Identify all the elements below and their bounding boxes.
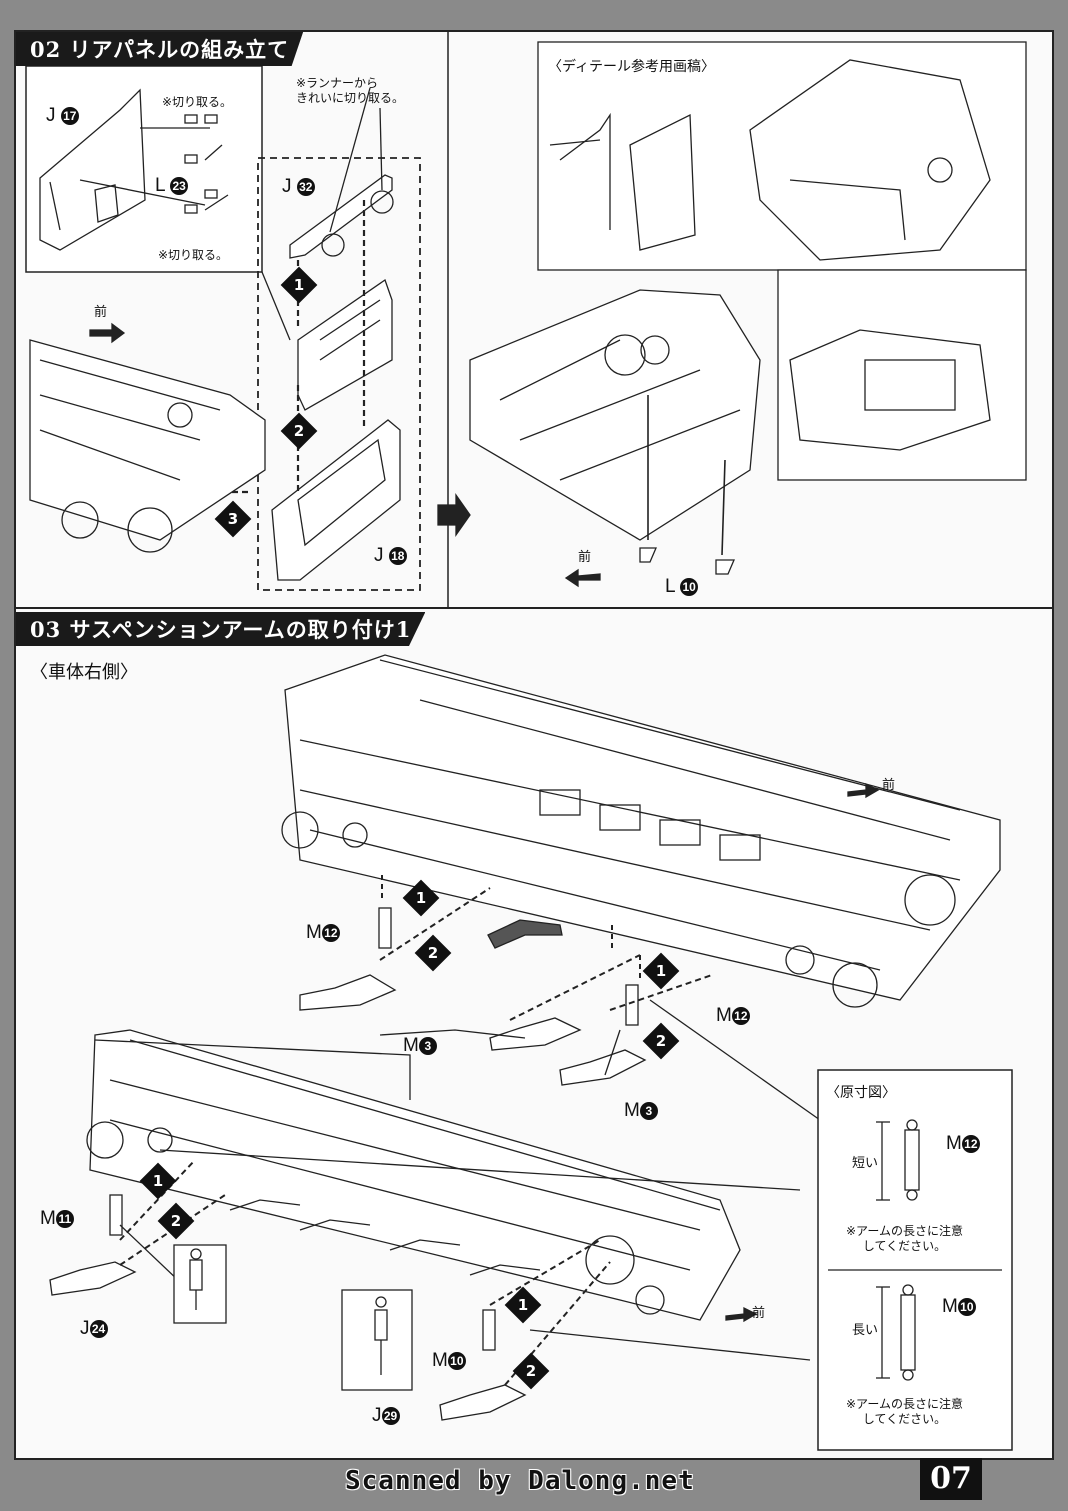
part-letter: M bbox=[942, 1296, 958, 1317]
arm-length-note-long: ※アームの長さに注意 してください。 bbox=[846, 1397, 963, 1426]
part-number-badge: 12 bbox=[321, 923, 340, 942]
section-03-title: 03 サスペンションアームの取り付け1 bbox=[16, 612, 426, 646]
scan-credit: Scanned by Dalong.net bbox=[345, 1466, 695, 1496]
step-marker-2: 2 bbox=[512, 1352, 550, 1390]
step-marker-1: 1 bbox=[280, 266, 318, 304]
cut-note-bottom: ※切り取る。 bbox=[158, 248, 229, 262]
step-marker-1: 1 bbox=[504, 1286, 542, 1324]
step-marker-1: 1 bbox=[642, 952, 680, 990]
part-letter: M bbox=[946, 1133, 962, 1154]
part-letter: M bbox=[432, 1350, 448, 1371]
actual-size-title: 〈原寸図〉 bbox=[826, 1085, 896, 1101]
part-letter: M bbox=[306, 922, 322, 943]
arm-length-note-short: ※アームの長さに注意 してください。 bbox=[846, 1224, 963, 1253]
part-label-l10: L 10 bbox=[665, 576, 699, 598]
part-number-badge: 10 bbox=[680, 577, 699, 596]
part-number-badge: 23 bbox=[170, 176, 189, 195]
part-number-badge: 10 bbox=[957, 1297, 976, 1316]
part-letter: J bbox=[374, 545, 384, 566]
part-letter: L bbox=[665, 576, 675, 597]
step-marker-2: 2 bbox=[280, 412, 318, 450]
part-number-badge: 12 bbox=[731, 1006, 750, 1025]
runner-cut-note: ※ランナーから きれいに切り取る。 bbox=[296, 76, 405, 105]
part-letter: M bbox=[40, 1208, 56, 1229]
step-marker-2: 2 bbox=[414, 934, 452, 972]
step-marker-3: 3 bbox=[214, 500, 252, 538]
part-letter: J bbox=[282, 176, 292, 197]
long-label: 長い bbox=[852, 1323, 879, 1338]
part-number-badge: 24 bbox=[89, 1319, 108, 1338]
part-number-badge: 10 bbox=[447, 1351, 466, 1370]
step-marker-2: 2 bbox=[157, 1202, 195, 1240]
part-letter: L bbox=[155, 175, 165, 196]
front-direction-label-bottom: 前 bbox=[752, 1306, 766, 1321]
page-number: 07 bbox=[920, 1458, 982, 1500]
short-label: 短い bbox=[852, 1156, 879, 1171]
section-03-subtitle: 〈車体右側〉 bbox=[30, 662, 138, 683]
part-letter: M bbox=[716, 1005, 732, 1026]
part-letter: J bbox=[80, 1318, 90, 1339]
part-label-j18: J 18 bbox=[374, 545, 407, 567]
part-number-badge: 12 bbox=[961, 1134, 980, 1153]
part-letter: J bbox=[46, 105, 56, 126]
part-letter: J bbox=[372, 1405, 382, 1426]
cut-note-top: ※切り取る。 bbox=[162, 95, 233, 109]
step-marker-2: 2 bbox=[642, 1022, 680, 1060]
part-number-badge: 32 bbox=[296, 177, 315, 196]
part-label-j32: J 32 bbox=[282, 176, 315, 198]
part-label-j17: J 17 bbox=[46, 105, 79, 127]
section-02-title: 02 リアパネルの組み立て bbox=[16, 32, 304, 66]
step-marker-1: 1 bbox=[139, 1162, 177, 1200]
part-number-badge: 29 bbox=[381, 1406, 400, 1425]
part-number-badge: 3 bbox=[639, 1101, 658, 1120]
front-direction-label: 前 bbox=[94, 305, 108, 320]
part-label-l23: L 23 bbox=[155, 175, 189, 197]
front-direction-label-top: 前 bbox=[882, 778, 896, 793]
part-number-badge: 3 bbox=[418, 1036, 437, 1055]
part-number-badge: 17 bbox=[60, 106, 79, 125]
step-marker-1: 1 bbox=[402, 879, 440, 917]
detail-reference-title: 〈ディテール参考用画稿〉 bbox=[548, 59, 716, 75]
part-number-badge: 18 bbox=[388, 546, 407, 565]
part-letter: M bbox=[624, 1100, 640, 1121]
front-direction-label-right: 前 bbox=[578, 550, 592, 565]
part-letter: M bbox=[403, 1035, 419, 1056]
part-number-badge: 11 bbox=[55, 1209, 74, 1228]
